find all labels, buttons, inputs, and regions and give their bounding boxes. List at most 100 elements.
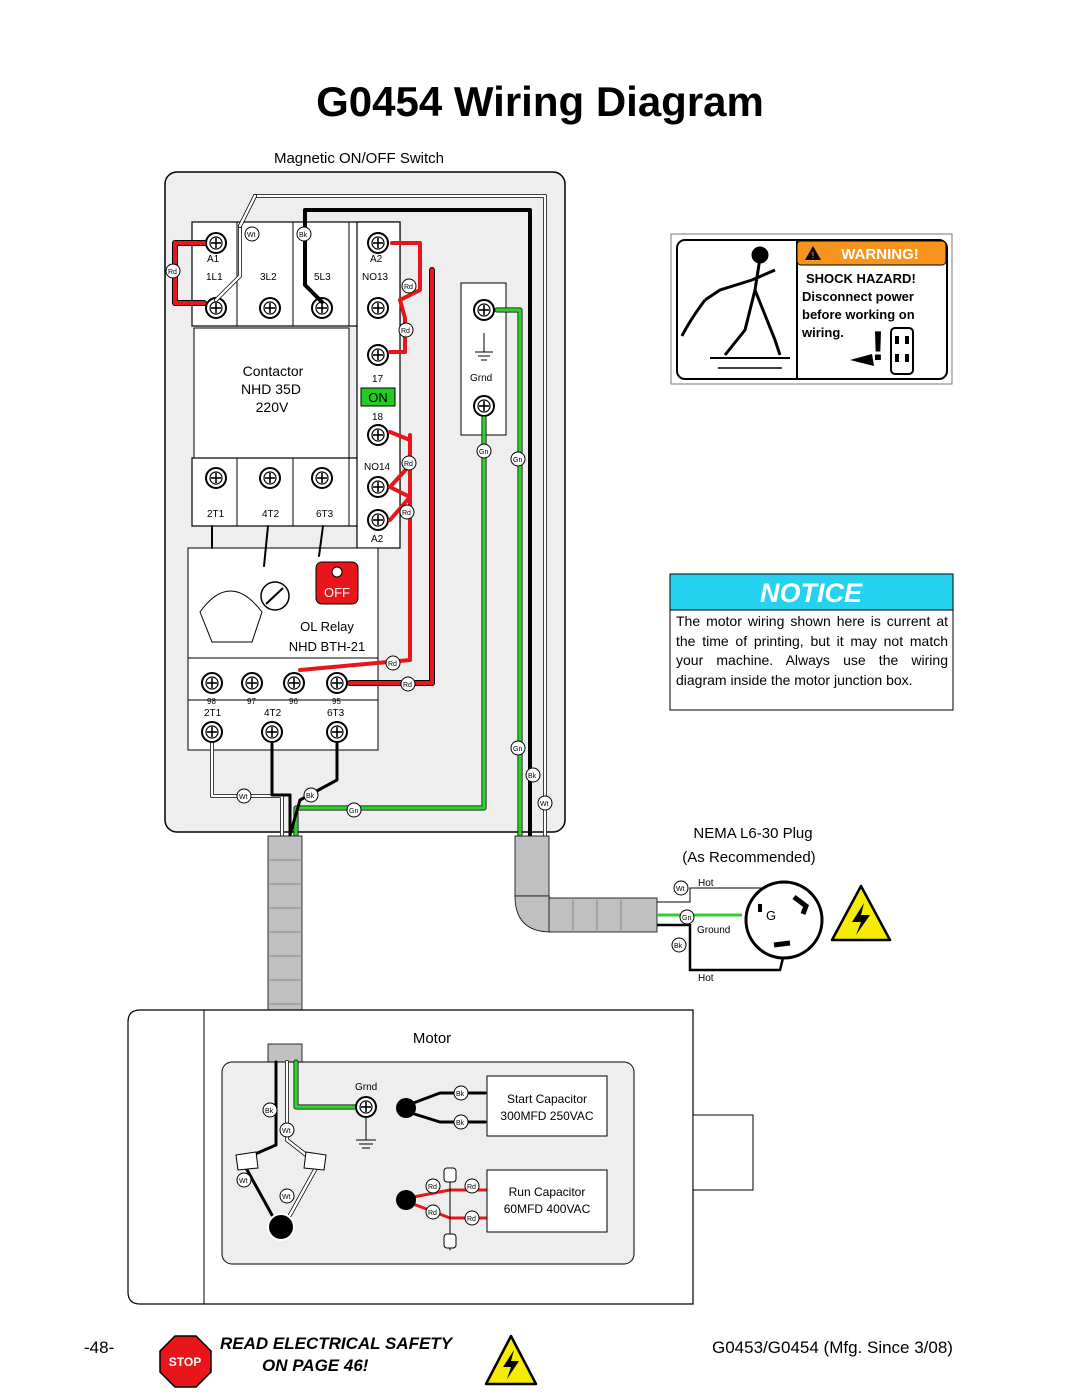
label-3l2: 3L2 [260, 272, 277, 283]
run-cap-line2: 60MFD 400VAC [504, 1202, 591, 1216]
ol-relay [187, 547, 379, 751]
wire-tags: Wt Bk Rd Rd Rd Rd Rd Rd Rd Gn Gn Gn Bk W… [165, 226, 553, 818]
label-5l3: 5L3 [314, 272, 331, 283]
tag-rd-11: Rd [467, 1216, 476, 1223]
plug-ground: Ground [697, 925, 730, 936]
shock-figure-icon [680, 246, 790, 369]
contactor-line3: 220V [256, 399, 289, 415]
off-button-label: OFF [324, 585, 350, 600]
on-indicator [360, 387, 396, 407]
tag-wt-2: Wt [540, 801, 549, 808]
motor [127, 1009, 754, 1305]
warning-line1: SHOCK HAZARD! [806, 271, 916, 286]
tag-gn-2: Gn [513, 457, 522, 464]
page-number: -48- [84, 1338, 115, 1357]
tag-bk-5: Bk [265, 1108, 274, 1115]
tag-rd-1: Rd [168, 269, 177, 276]
tag-wt-4: Wt [676, 886, 685, 893]
footer-model: G0453/G0454 (Mfg. Since 3/08) [712, 1338, 953, 1357]
tag-bk-4: Bk [674, 943, 683, 950]
ol-label-4t2: 4T2 [264, 708, 282, 719]
ol-label-6t3: 6T3 [327, 708, 345, 719]
ol-label-2t1: 2T1 [204, 708, 222, 719]
notice-title: NOTICE [760, 578, 863, 608]
warning-line3: before working on [802, 307, 915, 322]
plug-label-1: NEMA L6-30 Plug [693, 825, 812, 842]
label-18: 18 [372, 412, 384, 423]
tag-wt-7: Wt [282, 1194, 291, 1201]
run-cap-line1: Run Capacitor [509, 1185, 586, 1199]
high-voltage-icon [830, 884, 892, 942]
tag-rd-4: Rd [404, 461, 413, 468]
motor-wire-tags: Bk Wt Wt Wt Bk Bk Rd Rd Rd Rd [236, 1085, 480, 1226]
electrical-hazard-icon [484, 1334, 538, 1386]
stop-sign-icon [159, 1335, 212, 1388]
label-6t3: 6T3 [316, 509, 334, 520]
label-4t2: 4T2 [262, 509, 280, 520]
switch-box-label: Magnetic ON/OFF Switch [274, 150, 444, 167]
label-a2: A2 [370, 254, 383, 265]
tag-bk-7: Bk [456, 1120, 465, 1127]
svg-text:!: ! [812, 251, 815, 260]
ground-terminal-bar [460, 282, 507, 436]
tag-wt-3: Wt [239, 794, 248, 801]
ol-bottom-labels: 2T1 4T2 6T3 [204, 708, 345, 719]
motor-label: Motor [413, 1030, 451, 1047]
tag-rd-7: Rd [403, 682, 412, 689]
notice-box [669, 573, 954, 711]
tag-rd-9: Rd [467, 1184, 476, 1191]
contactor-terminal-labels: A1 A2 1L1 3L2 5L3 NO13 17 18 NO14 2T1 4T… [206, 254, 391, 545]
tag-bk-3: Bk [306, 793, 315, 800]
tag-wt-1: Wt [247, 232, 256, 239]
tag-bk-2: Bk [528, 773, 537, 780]
nema-plug-face [744, 880, 824, 960]
plug-label-2: (As Recommended) [682, 849, 815, 866]
on-label: ON [368, 390, 388, 405]
power-cord [514, 835, 658, 933]
plug-g-label: G [766, 908, 776, 923]
label-97: 97 [247, 697, 256, 706]
tag-bk-6: Bk [456, 1091, 465, 1098]
ol-relay-line1: OL Relay [300, 619, 354, 634]
tag-rd-2: Rd [404, 284, 413, 291]
label-98: 98 [207, 697, 216, 706]
svg-text:!: ! [871, 322, 885, 369]
start-cap-line1: Start Capacitor [507, 1092, 587, 1106]
label-2t1: 2T1 [207, 509, 225, 520]
contactor [191, 221, 401, 549]
tag-gn-3: Gn [513, 746, 522, 753]
label-17: 17 [372, 374, 384, 385]
label-95: 95 [332, 697, 341, 706]
motor-terminals [235, 1075, 608, 1249]
label-96: 96 [289, 697, 298, 706]
tag-rd-6: Rd [388, 661, 397, 668]
tag-gn-5: Gn [682, 915, 691, 922]
plug-hot-1: Hot [698, 878, 714, 889]
tag-rd-5: Rd [402, 510, 411, 517]
notice-text: The motor wiring shown here is current a… [676, 613, 948, 688]
warning-line2: Disconnect power [802, 289, 914, 304]
outlet-icon: ! [850, 322, 914, 375]
start-cap-line2: 300MFD 250VAC [500, 1109, 593, 1123]
label-a1: A1 [207, 254, 220, 265]
tag-gn-1: Gn [479, 449, 488, 456]
ol-terminal-labels: 98 97 96 95 [207, 697, 341, 706]
label-no14: NO14 [364, 462, 391, 473]
tag-rd-10: Rd [428, 1210, 437, 1217]
motor-grnd-label: Grnd [355, 1082, 377, 1093]
tag-gn-4: Gn [349, 808, 358, 815]
ol-relay-line2: NHD BTH-21 [289, 639, 366, 654]
tag-wt-5: Wt [282, 1128, 291, 1135]
tag-rd-3: Rd [401, 328, 410, 335]
footer-read-safety: READ ELECTRICAL SAFETY [220, 1334, 453, 1353]
tag-wt-6: Wt [239, 1178, 248, 1185]
plug-hot-2: Hot [698, 973, 714, 984]
warning-header: WARNING! [841, 246, 919, 263]
warning-label: ! ! [670, 233, 953, 385]
label-no13: NO13 [362, 272, 389, 283]
plug-wire-tags: Wt Gn Bk [671, 880, 695, 953]
label-1l1: 1L1 [206, 272, 223, 283]
contactor-line1: Contactor [243, 363, 304, 379]
tag-rd-8: Rd [428, 1184, 437, 1191]
